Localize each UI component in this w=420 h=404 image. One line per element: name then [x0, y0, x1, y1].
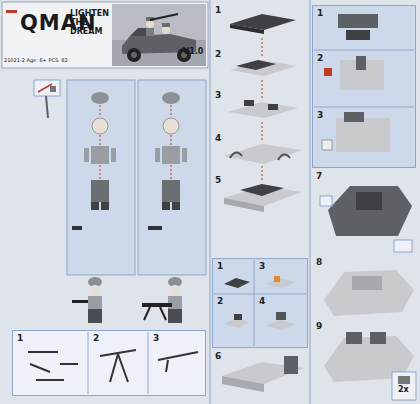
step-number: 1: [317, 9, 323, 19]
step-number: 3: [215, 91, 221, 101]
step-number: 9: [316, 322, 322, 332]
product-code: 21021-2 Age: 6+ PCS: 82: [4, 58, 68, 64]
step-number: 3: [317, 111, 323, 121]
step-number: 6: [215, 352, 221, 362]
version-label: V1.0: [183, 48, 203, 57]
step-panel: 1 2 3: [12, 330, 206, 396]
step-number: 2: [93, 334, 99, 344]
step-number: 2: [215, 50, 221, 60]
step-number: 3: [259, 262, 265, 272]
step-number: 4: [259, 297, 265, 307]
brand-slogan: LIGHTEN THE DREAM: [70, 10, 110, 36]
step-panel: 1 2 3: [312, 5, 416, 168]
step-number: 7: [316, 172, 322, 182]
step-number: 8: [316, 258, 322, 268]
step-number: 4: [215, 134, 221, 144]
step-number: 2: [317, 54, 323, 64]
step-number: 1: [217, 262, 223, 272]
step-number: 5: [215, 176, 221, 186]
step-number: 1: [17, 334, 23, 344]
step-panel: 1 2 3 4: [212, 258, 308, 348]
step-number: 3: [153, 334, 159, 344]
step-number: 2: [217, 297, 223, 307]
step-number: 1: [215, 6, 221, 16]
quantity-label: 2x: [398, 386, 409, 395]
